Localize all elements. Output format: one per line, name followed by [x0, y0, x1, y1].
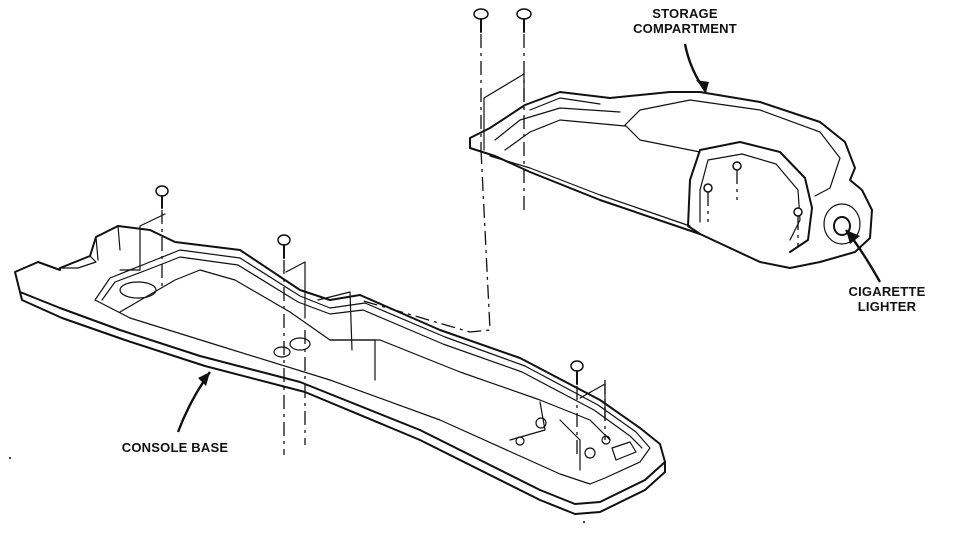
cigarette-lighter-label: CIGARETTE LIGHTER: [828, 284, 946, 314]
console-mount-hole-1: [535, 417, 547, 429]
screw-console-front: [570, 360, 584, 385]
console-base-inner-wall: [317, 291, 581, 471]
storage-bin-wall: [687, 141, 813, 253]
console-base-rear-tab: [59, 225, 121, 269]
console-base-inner-rim-2: [101, 256, 643, 449]
screw-console-mid: [277, 234, 291, 259]
console-base-part: [14, 225, 666, 515]
screw-reference-plane-rear: [119, 213, 166, 271]
leader-arrows: [176, 43, 882, 433]
bin-screw-2: [703, 183, 713, 193]
storage-label-line-1: STORAGE: [652, 6, 718, 21]
screw-top-right: [516, 8, 532, 33]
lighter-label-line-1: CIGARETTE: [848, 284, 926, 299]
centerline-top-screws: [480, 34, 525, 210]
storage-arrowhead: [696, 80, 709, 92]
console-mount-boss-mid-2: [273, 346, 291, 358]
storage-label-line-2: COMPARTMENT: [633, 21, 737, 36]
storage-hinge-ridge: [494, 97, 626, 151]
console-mount-boss-rear: [119, 281, 157, 299]
screw-reference-plane-front: [579, 383, 606, 421]
storage-compartment-label: STORAGE COMPARTMENT: [610, 6, 760, 36]
console-base-tray-floor: [119, 269, 611, 441]
console-base-inner-rim: [94, 249, 651, 485]
console-base-outline: [14, 225, 666, 505]
lighter-arrowhead: [846, 230, 860, 244]
console-mount-hole-3: [584, 447, 596, 459]
scan-speck: [583, 521, 585, 523]
lighter-label-line-2: LIGHTER: [857, 299, 917, 314]
console-base-label-text: CONSOLE BASE: [121, 440, 229, 455]
lighter-socket: [833, 216, 851, 236]
console-mount-hole-2: [515, 436, 525, 446]
console-mount-boss-mid: [289, 337, 311, 351]
storage-bottom-edge: [489, 155, 691, 227]
lighter-housing: [823, 203, 861, 245]
storage-bin-inner: [699, 153, 801, 241]
console-front-slot: [611, 441, 637, 461]
centerline-mid-screw: [283, 260, 306, 455]
centerline-storage-to-base: [359, 149, 491, 333]
screw-reference-plane-top: [483, 73, 525, 151]
bin-screw-axes: [707, 170, 799, 246]
console-base-front-edge: [19, 291, 666, 515]
storage-compartment-part: [469, 91, 873, 269]
screws: [155, 8, 584, 385]
console-base-label: CONSOLE BASE: [100, 440, 250, 455]
storage-lid-contour: [624, 99, 841, 197]
console-mount-hole-4: [601, 435, 611, 445]
console-base-arrowhead: [198, 372, 210, 386]
storage-compartment-outline: [469, 91, 873, 269]
bin-screw-3: [793, 207, 803, 217]
screw-top-left: [473, 8, 489, 33]
bin-screw-1: [732, 161, 742, 171]
scan-speck: [9, 457, 11, 459]
screw-reference-plane-mid: [285, 261, 306, 319]
screw-console-rear: [155, 185, 169, 209]
assembly-centerlines: [119, 34, 606, 455]
